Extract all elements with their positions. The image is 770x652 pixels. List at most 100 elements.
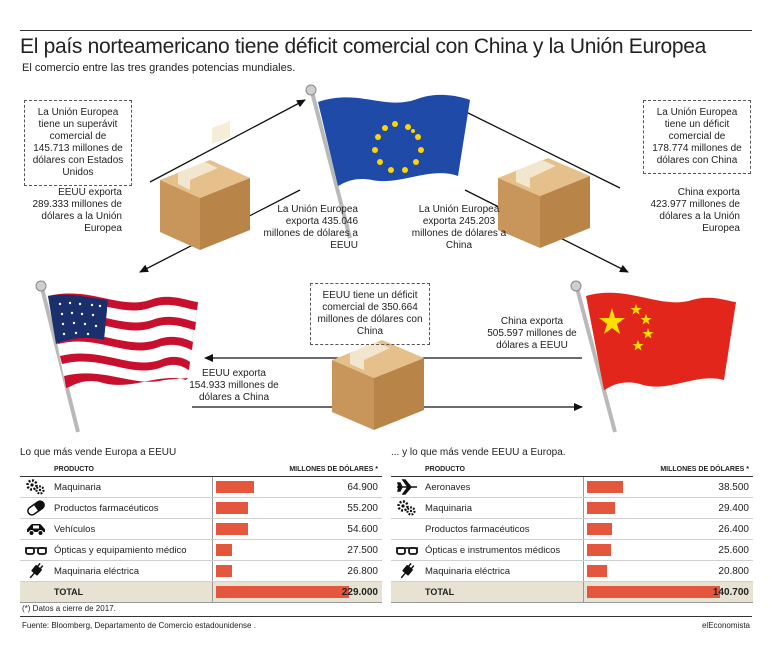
product-label: Maquinaria eléctrica bbox=[425, 566, 511, 577]
column-divider bbox=[212, 582, 213, 602]
total-label: TOTAL bbox=[425, 587, 455, 597]
flow-china-to-us: China exporta 505.597 millones de dólare… bbox=[487, 316, 577, 351]
column-divider bbox=[212, 540, 213, 560]
page-title: El país norteamericano tiene déficit com… bbox=[20, 35, 707, 58]
table-row: Productos farmacéuticos 26.400 bbox=[391, 519, 753, 540]
arrow-china-to-eu bbox=[457, 107, 621, 189]
product-label: Maquinaria eléctrica bbox=[54, 566, 140, 577]
car-icon bbox=[24, 520, 50, 538]
eu-surplus-note: La Unión Europea tiene un superávit come… bbox=[24, 100, 132, 186]
value-label: 55.200 bbox=[347, 503, 378, 514]
bar bbox=[587, 502, 615, 514]
plug-icon bbox=[395, 562, 421, 580]
col-value-header: MILLONES DE DÓLARES * bbox=[660, 466, 749, 473]
table-header: PRODUCTO MILLONES DE DÓLARES * bbox=[391, 462, 753, 477]
total-value: 229.000 bbox=[341, 587, 378, 598]
table-row: Productos farmacéuticos 55.200 bbox=[20, 498, 382, 519]
bar bbox=[216, 502, 249, 514]
top-rule bbox=[20, 30, 752, 31]
footnote: (*) Datos a cierre de 2017. bbox=[22, 604, 116, 613]
bar bbox=[216, 481, 254, 493]
bar bbox=[587, 523, 612, 535]
column-divider bbox=[583, 519, 584, 539]
value-label: 54.600 bbox=[347, 524, 378, 535]
trade-illustration bbox=[35, 84, 736, 433]
value-label: 26.800 bbox=[347, 566, 378, 577]
bar bbox=[216, 544, 232, 556]
value-label: 26.400 bbox=[718, 524, 749, 535]
product-label: Maquinaria bbox=[425, 503, 472, 514]
total-value: 140.700 bbox=[712, 587, 749, 598]
total-row: TOTAL 140.700 bbox=[391, 582, 753, 603]
flow-us-to-china: EEUU exporta 154.933 millones de dólares… bbox=[189, 368, 279, 403]
table-row: Vehículos 54.600 bbox=[20, 519, 382, 540]
table-row: Maquinaria 29.400 bbox=[391, 498, 753, 519]
source: Fuente: Bloomberg, Departamento de Comer… bbox=[22, 621, 256, 630]
arrow-us-to-eu bbox=[149, 99, 306, 183]
table-row: Maquinaria 64.900 bbox=[20, 477, 382, 498]
flow-eu-to-us: La Unión Europea exporta 435.046 millone… bbox=[263, 204, 359, 251]
product-label: Ópticas e instrumentos médicos bbox=[425, 545, 561, 556]
total-bar bbox=[587, 586, 720, 598]
product-label: Aeronaves bbox=[425, 482, 471, 493]
bar bbox=[587, 565, 607, 577]
box-center bbox=[332, 340, 424, 430]
value-label: 29.400 bbox=[718, 503, 749, 514]
column-divider bbox=[583, 561, 584, 581]
us-china-deficit-note: EEUU tiene un déficit comercial de 350.6… bbox=[310, 283, 430, 345]
bottom-rule bbox=[20, 616, 752, 617]
product-label: Productos farmacéuticos bbox=[54, 503, 159, 514]
glasses-icon bbox=[395, 541, 421, 559]
value-label: 20.800 bbox=[718, 566, 749, 577]
total-label: TOTAL bbox=[54, 587, 84, 597]
column-divider bbox=[583, 582, 584, 602]
value-label: 38.500 bbox=[718, 482, 749, 493]
total-row: TOTAL 229.000 bbox=[20, 582, 382, 603]
value-label: 64.900 bbox=[347, 482, 378, 493]
column-divider bbox=[212, 477, 213, 497]
bar bbox=[216, 565, 232, 577]
flow-eu-to-china: La Unión Europea exporta 245.203 millone… bbox=[411, 204, 507, 251]
col-value-header: MILLONES DE DÓLARES * bbox=[289, 466, 378, 473]
column-divider bbox=[583, 498, 584, 518]
column-divider bbox=[583, 477, 584, 497]
china-flag bbox=[570, 280, 736, 433]
gears-icon bbox=[395, 499, 421, 517]
table-row: Ópticas y equipamiento médico 27.500 bbox=[20, 540, 382, 561]
empty-icon-slot bbox=[395, 520, 421, 538]
column-divider bbox=[212, 498, 213, 518]
flow-china-to-eu: China exporta 423.977 millones de dólare… bbox=[650, 187, 740, 234]
bar bbox=[216, 523, 248, 535]
table-header: PRODUCTO MILLONES DE DÓLARES * bbox=[20, 462, 382, 477]
table-row: Ópticas e instrumentos médicos 25.600 bbox=[391, 540, 753, 561]
us-exports-title: ... y lo que más vende EEUU a Europa. bbox=[391, 447, 566, 458]
total-bar bbox=[216, 586, 349, 598]
plug-icon bbox=[24, 562, 50, 580]
column-divider bbox=[212, 519, 213, 539]
product-label: Productos farmacéuticos bbox=[425, 524, 530, 535]
table-row: Maquinaria eléctrica 20.800 bbox=[391, 561, 753, 582]
eu-exports-table: PRODUCTO MILLONES DE DÓLARES * Maquinaria 6… bbox=[20, 462, 382, 603]
flow-us-to-eu: EEUU exporta 289.333 millones de dólares… bbox=[32, 187, 122, 234]
value-label: 25.600 bbox=[718, 545, 749, 556]
product-label: Ópticas y equipamiento médico bbox=[54, 545, 187, 556]
product-label: Vehículos bbox=[54, 524, 96, 535]
col-product-header: PRODUCTO bbox=[425, 466, 465, 473]
box-left bbox=[160, 121, 250, 250]
eu-flag bbox=[305, 84, 470, 239]
page-subtitle: El comercio entre las tres grandes poten… bbox=[22, 62, 296, 74]
us-exports-table: PRODUCTO MILLONES DE DÓLARES * Aeronaves 38… bbox=[391, 462, 753, 603]
glasses-icon bbox=[24, 541, 50, 559]
product-label: Maquinaria bbox=[54, 482, 101, 493]
pill-icon bbox=[24, 499, 50, 517]
eu-china-deficit-note: La Unión Europea tiene un déficit comerc… bbox=[643, 100, 751, 174]
airplane-icon bbox=[395, 478, 421, 496]
value-label: 27.500 bbox=[347, 545, 378, 556]
brand-logo: elEconomista bbox=[701, 621, 750, 630]
bar bbox=[587, 481, 624, 493]
bar bbox=[587, 544, 612, 556]
col-product-header: PRODUCTO bbox=[54, 466, 94, 473]
gears-icon bbox=[24, 478, 50, 496]
box-right bbox=[498, 158, 590, 248]
table-row: Aeronaves 38.500 bbox=[391, 477, 753, 498]
